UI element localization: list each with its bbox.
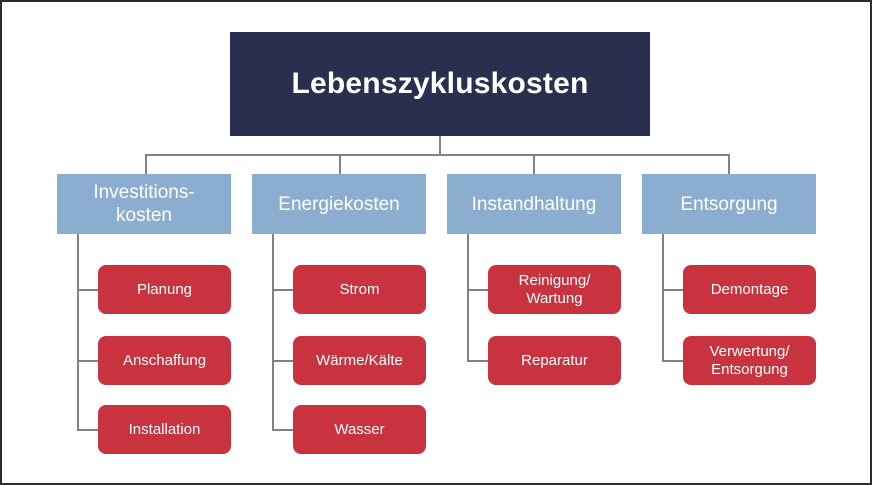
- leaf-node-planung[interactable]: Planung: [98, 265, 231, 314]
- leaf-node-reparatur[interactable]: Reparatur: [488, 336, 621, 385]
- category-node-investitionskosten[interactable]: Investitions- kosten: [57, 174, 231, 234]
- category-label-group: Entsorgung: [680, 193, 777, 216]
- category-node-instandhaltung[interactable]: Instandhaltung: [447, 174, 621, 234]
- connector-bus: [145, 154, 730, 156]
- connector-elbow-3-1: [467, 289, 489, 291]
- leaf-label-group: Verwertung/ Entsorgung: [709, 343, 789, 379]
- category-label-line1: Entsorgung: [680, 193, 778, 215]
- leaf-label-group: Reparatur: [521, 352, 588, 370]
- connector-drop-1: [145, 154, 147, 174]
- connector-drop-2: [339, 154, 341, 174]
- leaf-label-group: Installation: [129, 421, 201, 439]
- leaf-label-line1: Wasser: [334, 420, 385, 438]
- connector-spine-2: [272, 234, 274, 431]
- leaf-label-line1: Wärme/Kälte: [316, 351, 403, 369]
- leaf-node-reinigung-wartung[interactable]: Reinigung/ Wartung: [488, 265, 621, 314]
- leaf-label-line2: Entsorgung: [711, 360, 788, 378]
- root-node-label: Lebenszykluskosten: [291, 67, 589, 100]
- leaf-label-group: Anschaffung: [123, 352, 206, 370]
- leaf-node-demontage[interactable]: Demontage: [683, 265, 816, 314]
- leaf-label-line1: Reparatur: [521, 351, 588, 369]
- leaf-node-wasser[interactable]: Wasser: [293, 405, 426, 454]
- connector-root-stem: [439, 136, 441, 155]
- root-node-lebenszykluskosten[interactable]: Lebenszykluskosten: [230, 32, 650, 136]
- category-label-line2: kosten: [116, 205, 172, 226]
- leaf-label-line1: Strom: [339, 280, 380, 298]
- leaf-label-line1: Installation: [128, 420, 201, 438]
- connector-elbow-2-2: [272, 360, 294, 362]
- leaf-label-group: Wasser: [334, 421, 384, 439]
- leaf-label-group: Reinigung/ Wartung: [519, 272, 591, 308]
- category-node-energiekosten[interactable]: Energiekosten: [252, 174, 426, 234]
- connector-elbow-2-1: [272, 289, 294, 291]
- connector-elbow-1-1: [77, 289, 99, 291]
- connector-drop-4: [728, 154, 730, 174]
- connector-elbow-4-2: [662, 360, 684, 362]
- category-label-line1: Energiekosten: [278, 193, 400, 215]
- leaf-node-verwertung-entsorgung[interactable]: Verwertung/ Entsorgung: [683, 336, 816, 385]
- leaf-label-group: Demontage: [711, 281, 789, 299]
- category-label-line1: Instandhaltung: [471, 193, 597, 215]
- leaf-node-installation[interactable]: Installation: [98, 405, 231, 454]
- leaf-label-line2: Wartung: [526, 289, 583, 307]
- category-label-line1: Investitions-: [93, 182, 195, 203]
- connector-elbow-1-3: [77, 429, 99, 431]
- category-node-entsorgung[interactable]: Entsorgung: [642, 174, 816, 234]
- category-label-group: Energiekosten: [278, 193, 399, 216]
- leaf-node-anschaffung[interactable]: Anschaffung: [98, 336, 231, 385]
- connector-elbow-1-2: [77, 360, 99, 362]
- connector-spine-3: [467, 234, 469, 362]
- connector-spine-4: [662, 234, 664, 362]
- connector-drop-3: [533, 154, 535, 174]
- leaf-label-line1: Planung: [136, 280, 193, 298]
- leaf-node-strom[interactable]: Strom: [293, 265, 426, 314]
- leaf-label-group: Wärme/Kälte: [316, 352, 403, 370]
- connector-elbow-4-1: [662, 289, 684, 291]
- connector-elbow-2-3: [272, 429, 294, 431]
- connector-spine-1: [77, 234, 79, 431]
- leaf-node-waerme-kaelte[interactable]: Wärme/Kälte: [293, 336, 426, 385]
- category-label-group: Investitions- kosten: [93, 181, 194, 227]
- leaf-label-line1: Demontage: [710, 280, 789, 298]
- leaf-label-line1: Verwertung/: [709, 342, 790, 360]
- leaf-label-group: Planung: [137, 281, 192, 299]
- leaf-label-line1: Anschaffung: [122, 351, 207, 369]
- leaf-label-group: Strom: [339, 281, 379, 299]
- connector-elbow-3-2: [467, 360, 489, 362]
- leaf-label-line1: Reinigung/: [518, 271, 591, 289]
- category-label-group: Instandhaltung: [472, 193, 597, 216]
